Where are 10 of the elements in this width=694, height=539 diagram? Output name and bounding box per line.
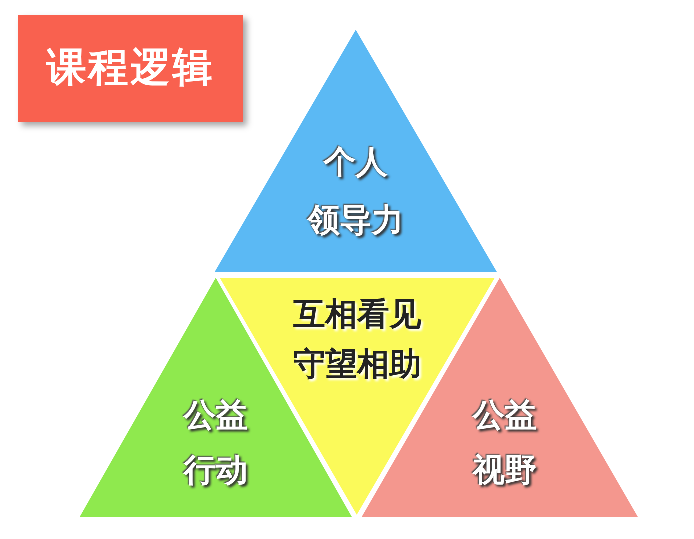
title-box: 课程逻辑	[18, 15, 243, 122]
triangle-label: 公益	[473, 395, 537, 435]
triangle-label: 行动	[184, 450, 248, 490]
triangle-label: 个人	[324, 142, 388, 182]
triangle-label: 领导力	[308, 200, 404, 240]
triangle-label: 公益	[184, 395, 248, 435]
triangle-label: 互相看见	[294, 294, 422, 334]
pyramid-triangle	[215, 30, 497, 272]
triangle-label: 守望相助	[294, 344, 422, 384]
triangle-label: 视野	[473, 450, 537, 490]
